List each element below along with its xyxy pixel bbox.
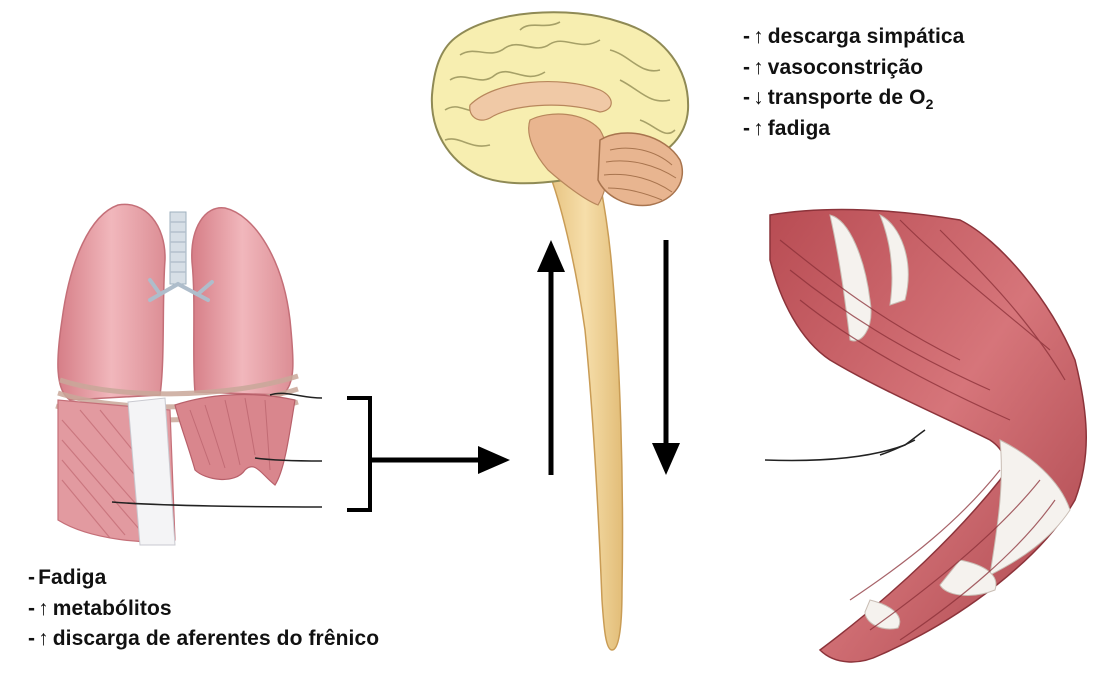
- spinal-cord: [548, 160, 623, 650]
- brain-effect-label: transporte de O: [768, 86, 926, 109]
- brain-spinal-cord-illustration: [432, 12, 688, 650]
- afferent-arrow: [372, 446, 510, 474]
- diaphragm-effect-label: Fadiga: [38, 566, 106, 589]
- diaphragm-effect-label: metabólitos: [53, 597, 172, 620]
- brain-effect-item: -↑fadiga: [743, 114, 964, 145]
- ascending-arrow: [537, 240, 565, 475]
- leg-muscles-illustration: [765, 210, 1086, 662]
- diaphragm: [175, 395, 295, 485]
- down-arrow-icon: ↓: [753, 86, 764, 109]
- left-lung: [58, 204, 165, 400]
- diaphragm-effect-label: discarga de aferentes do frênico: [53, 627, 379, 650]
- brain-effect-item: -↓transporte de O2: [743, 83, 964, 114]
- up-arrow-icon: ↑: [753, 25, 764, 48]
- brain-effects-list: -↑descarga simpática -↑vasoconstrição -↓…: [743, 22, 964, 144]
- brain-effect-label: descarga simpática: [768, 25, 965, 48]
- up-arrow-icon: ↑: [753, 117, 764, 140]
- diaphragm-effect-item: -↑metabólitos: [28, 594, 379, 625]
- descending-arrow: [652, 240, 680, 475]
- diaphragm-effect-item: -Fadiga: [28, 563, 379, 594]
- up-arrow-icon: ↑: [38, 597, 49, 620]
- bracket: [347, 398, 370, 510]
- brain-effect-item: -↑descarga simpática: [743, 22, 964, 53]
- brain-effect-label: fadiga: [768, 117, 830, 140]
- brain-effect-item: -↑vasoconstrição: [743, 53, 964, 84]
- up-arrow-icon: ↑: [753, 56, 764, 79]
- up-arrow-icon: ↑: [38, 627, 49, 650]
- lungs-diaphragm-illustration: [56, 204, 322, 545]
- diaphragm-effect-item: -↑discarga de aferentes do frênico: [28, 624, 379, 655]
- subscript: 2: [926, 96, 934, 112]
- diaphragm-effects-list: -Fadiga -↑metabólitos -↑discarga de afer…: [28, 563, 379, 655]
- brain-effect-label: vasoconstrição: [768, 56, 923, 79]
